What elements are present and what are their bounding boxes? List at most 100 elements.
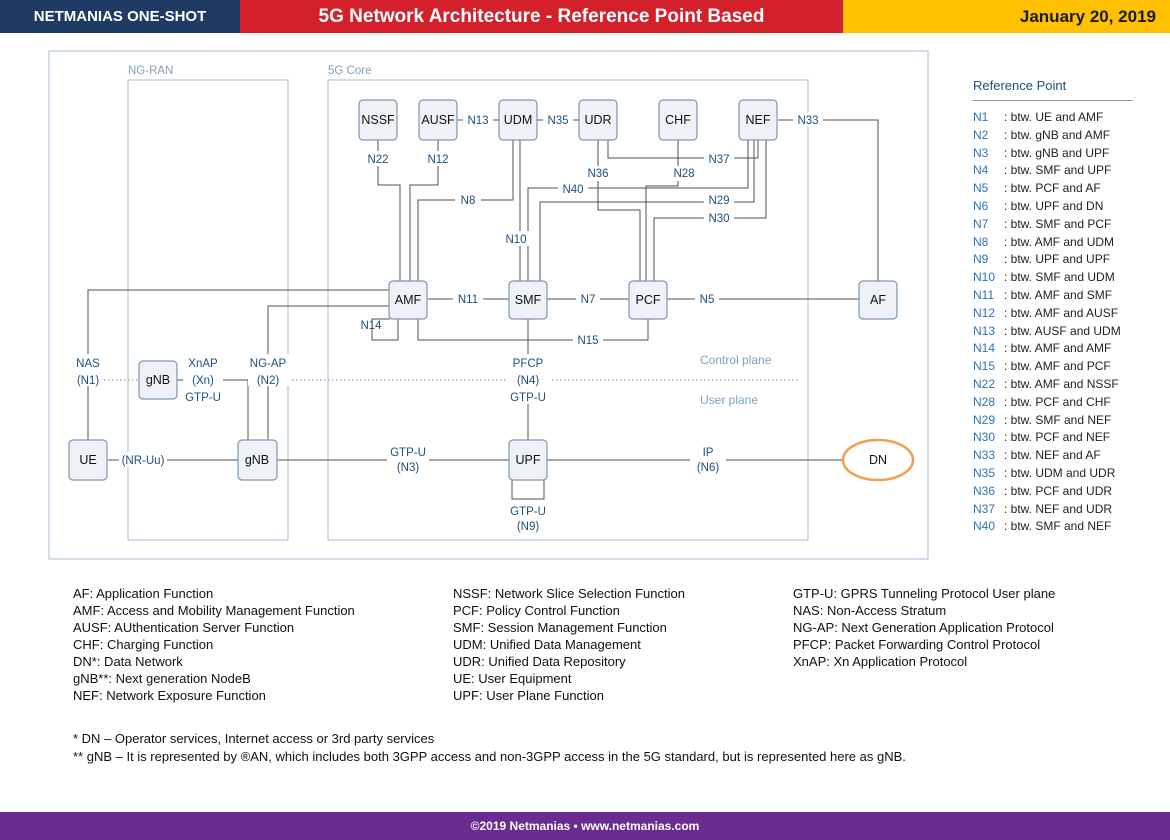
footnote: * DN – Operator services, Internet acces… [73,731,435,746]
legend-code: N5 [973,181,989,196]
n3-label: (N3) [397,462,420,474]
nruu-label: (NR-Uu) [122,455,165,467]
gnb-label: gNB [245,453,269,467]
legend-code: N11 [973,287,995,302]
n36-link [597,140,641,281]
definitions-col-3: GTP-U: GPRS Tunneling Protocol User plan… [793,585,1055,670]
legend-code: N22 [973,376,996,391]
definition-item: UPF: User Plane Function [453,688,605,703]
legend-row: N40: btw. SMF and NEF [973,519,1133,537]
af-node: AF [858,280,898,320]
legend-code: N12 [973,305,996,320]
n1-label: (N1) [77,375,100,387]
definition-item: AUSF: AUthentication Server Function [73,620,295,635]
legend-desc: : btw. AMF and NSSF [1004,376,1119,391]
pcf-label: PCF [636,293,661,307]
legend-row: N11: btw. AMF and SMF [973,288,1133,306]
dn-label: DN [869,453,887,467]
legend-code: N9 [973,252,989,267]
n15-label: N15 [577,335,598,347]
nef-label: NEF [746,113,771,127]
legend-code: N1 [973,110,989,124]
n7-label: N7 [581,294,596,306]
udr-node: UDR [578,99,618,141]
definition-item: GTP-U: GPRS Tunneling Protocol User plan… [793,586,1056,601]
gtpu-n9-label: GTP-U [510,506,546,518]
legend-row: N2: btw. gNB and AMF [973,128,1133,146]
n10-label: N10 [505,234,526,246]
definition-item: NSSF: Network Slice Selection Function [453,586,685,601]
footer-text: ©2019 Netmanias • www.netmanias.com [470,819,700,833]
title-header: 5G Network Architecture - Reference Poin… [240,0,843,33]
legend-code: N28 [973,394,996,409]
brand-label: NETMANIAS ONE-SHOT [33,8,207,25]
legend-desc: : btw. AMF and PCF [1004,359,1111,374]
n2-link [267,305,389,440]
connections [87,119,879,500]
footnotes: * DN – Operator services, Internet acces… [73,730,906,766]
legend-row: N7: btw. SMF and PCF [973,217,1133,235]
legend-row: N6 : btw. UPF and DN [973,199,1133,217]
legend-row: N5: btw. PCF and AF [973,181,1133,199]
ausf-label: AUSF [421,113,455,127]
n11-label: N11 [458,294,478,306]
legend-row: N8: btw. AMF and UDM [973,235,1133,253]
gnb-node: gNB [237,439,278,481]
legend-desc: : btw. SMF and UDM [1004,270,1115,285]
legend-row: N15 : btw. AMF and PCF [973,359,1133,377]
ue-node: UE [68,439,108,481]
legend-code: N13 [973,323,996,338]
legend-code: N29 [973,412,996,427]
n4-label: (N4) [517,375,540,387]
legend-desc: : btw. UE and AMF [1004,110,1104,124]
legend-code: N36 [973,483,996,498]
n29-label: N29 [708,195,729,207]
legend-row: N1 : btw. UE and AMF [973,110,1133,128]
legend-desc: : btw. AMF and UDM [1004,234,1115,249]
legend-row: N13: btw. AUSF and UDM [973,324,1133,342]
gtpu-xn-label: GTP-U [185,392,221,404]
definition-item: NAS: Non-Access Stratum [793,603,947,618]
legend-code: N15 [973,359,996,374]
definition-item: AMF: Access and Mobility Management Func… [73,603,355,618]
legend-row: N36: btw. PCF and UDR [973,484,1133,502]
n9-link [511,480,545,500]
legend-code: N14 [973,341,996,356]
brand-header: NETMANIAS ONE-SHOT [0,0,240,33]
legend-desc: : btw. UPF and DN [1004,198,1104,213]
n8-label: N8 [461,195,476,207]
upf-label: UPF [516,453,541,467]
legend-row: N9: btw. UPF and UPF [973,252,1133,270]
xn-label: (Xn) [192,375,214,387]
legend-code: N6 [973,198,989,213]
legend-code: N40 [973,519,996,534]
pcf-node: PCF [628,280,668,320]
legend-code: N30 [973,430,996,445]
legend-desc: : btw. UDM and UDR [1004,465,1116,480]
definition-item: PFCP: Packet Forwarding Control Protocol [793,637,1041,652]
date-label: January 20, 2019 [1019,6,1156,26]
legend-row: N35: btw. UDM and UDR [973,466,1133,484]
definition-item: gNB**: Next generation NodeB [73,671,251,686]
legend-code: N37 [973,501,996,516]
udr-label: UDR [584,113,611,127]
legend-code: N10 [973,270,996,285]
n14-link [371,318,399,341]
smf-label: SMF [515,293,542,307]
legend-code: N2 [973,127,989,142]
nef-node: NEF [738,99,778,141]
definition-item: XnAP: Xn Application Protocol [793,654,968,669]
legend-code: N33 [973,448,996,463]
definition-item: NEF: Network Exposure Function [73,688,266,703]
legend-desc: : btw. SMF and PCF [1004,216,1112,231]
footer-bar: ©2019 Netmanias • www.netmanias.com [0,812,1170,840]
definition-item: SMF: Session Management Function [453,620,667,635]
af-label: AF [870,293,886,307]
udm-node: UDM [498,99,538,141]
n30-label: N30 [708,213,729,225]
n36-label: N36 [587,168,608,180]
gtpu-n3-label: GTP-U [390,447,426,459]
